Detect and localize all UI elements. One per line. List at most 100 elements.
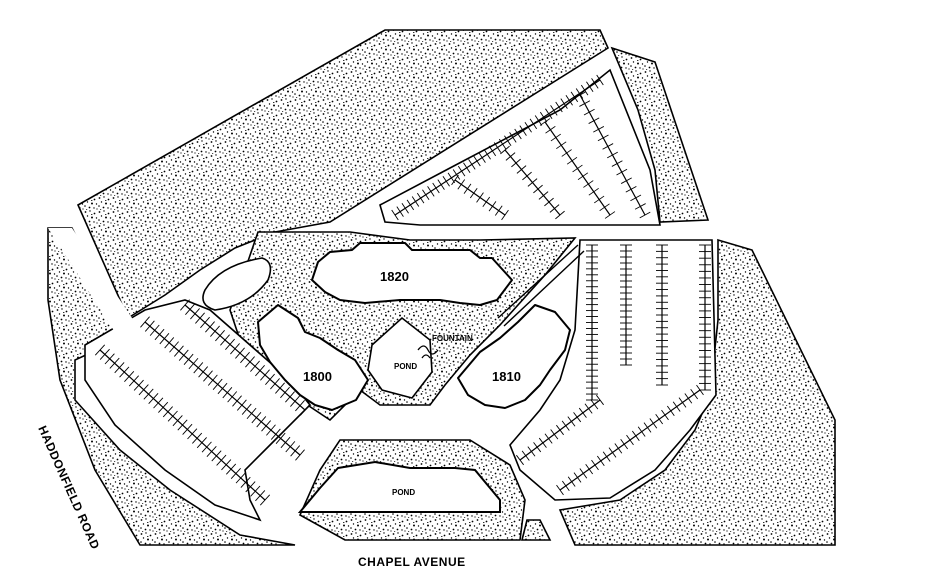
parking-stall-line (498, 138, 507, 150)
parking-stall-line (222, 387, 233, 399)
parking-stall-line (521, 450, 530, 461)
parking-stall-line (678, 397, 687, 408)
parking-stall-line (616, 168, 628, 176)
parking-stall-line (401, 202, 409, 214)
walkway (497, 244, 585, 327)
stall-row-e-4 (699, 244, 711, 391)
parking-stall-line (469, 187, 478, 199)
parking-stall-line (203, 370, 213, 382)
parking-stall-line (246, 407, 257, 420)
parking-stall-line (545, 125, 556, 134)
parking-stall-line (626, 434, 634, 446)
parking-stall-line (210, 325, 220, 337)
parking-stall-line (478, 152, 486, 163)
parking-stall-line (538, 437, 547, 448)
parking-stall-line (488, 201, 497, 212)
parking-stall-line (639, 211, 651, 219)
stall-row-e-1 (586, 244, 598, 401)
parking-stall-line (457, 165, 466, 177)
parking-stall-line (225, 338, 235, 350)
parking-stall-line (183, 353, 194, 366)
parking-stall-line (144, 320, 155, 332)
stall-row-ne-5 (574, 91, 651, 219)
parking-stall-line (672, 401, 681, 412)
parking-stall-line (655, 414, 664, 425)
parking-stall-line (533, 184, 543, 194)
parking-stall-line (275, 432, 286, 444)
parking-stall-line (158, 401, 169, 413)
parking-stall-line (280, 436, 291, 449)
parking-stall-line (256, 416, 267, 428)
parking-stall-line (119, 366, 130, 378)
parking-stall-line (684, 393, 693, 404)
stall-row-ne-2 (451, 174, 509, 221)
parking-stall-line (643, 422, 652, 433)
parking-stall-line (167, 410, 178, 422)
parking-stall-line (591, 459, 599, 471)
parking-stall-line (124, 370, 135, 382)
stall-row-west-3 (180, 299, 310, 416)
parking-stall-line (99, 348, 110, 360)
parking-stall-line (608, 447, 617, 458)
parking-stall-line (216, 454, 227, 466)
parking-stall-line (133, 379, 144, 391)
parking-stall-line (463, 183, 472, 194)
stall-row-e-2 (620, 244, 632, 366)
parking-stall-line (172, 415, 183, 427)
parking-stall-line (620, 439, 629, 450)
parking-stall-line (128, 375, 140, 387)
large-pond (297, 460, 501, 513)
parking-stall-line (585, 464, 594, 475)
parking-stalls (94, 74, 711, 506)
parking-stall-line (149, 324, 160, 336)
parking-stall-line (556, 141, 567, 150)
building-1810-label: 1810 (492, 369, 521, 384)
parking-stall-line (504, 135, 512, 147)
parking-stall-line (240, 351, 250, 364)
parking-stall-line (265, 373, 275, 385)
parking-stall-line (590, 399, 599, 410)
parking-stall-line (148, 393, 159, 405)
parking-stall-line (578, 407, 587, 418)
parking-stall-line (527, 446, 536, 457)
parking-stall-line (696, 384, 704, 396)
parking-stall-line (245, 356, 255, 368)
parking-stall-line (561, 480, 570, 491)
parking-stall-line (509, 132, 517, 143)
parking-stall-line (561, 420, 570, 431)
stall-row-e-6 (556, 384, 704, 496)
parking-stall-line (579, 100, 591, 107)
building-1810 (457, 304, 571, 409)
parking-stall-line (251, 411, 262, 424)
parking-stall-line (275, 382, 285, 394)
parking-stall-line (187, 428, 198, 440)
parking-stall-line (143, 388, 154, 400)
parking-stall-line (567, 416, 576, 427)
parking-stall-line (177, 419, 188, 431)
parking-stall-line (285, 391, 295, 403)
parking-stall-line (452, 169, 461, 180)
parking-stall-line (259, 494, 271, 506)
parking-stall-line (138, 384, 149, 396)
parking-stall-line (550, 105, 558, 116)
parking-stall-line (483, 148, 491, 160)
parking-stall-line (596, 74, 604, 86)
parking-stall-line (211, 450, 222, 462)
chapel-avenue-label: CHAPEL AVENUE (358, 555, 466, 569)
parking-stall-line (457, 179, 466, 190)
parking-stall-line (217, 382, 228, 395)
parking-stall-line (463, 162, 471, 174)
parking-stall-line (201, 441, 212, 453)
stall-row-west-1 (94, 344, 271, 506)
parking-stall-line (597, 134, 609, 142)
parking-stall-line (630, 194, 642, 202)
parking-stall-line (190, 308, 200, 320)
haddonfield-road-entrance (48, 228, 140, 340)
parking-stall-line (437, 179, 445, 190)
parking-stall-line (614, 443, 623, 454)
parking-stall-line (468, 159, 476, 170)
parking-stall-line (565, 94, 573, 106)
parking-stall-line (593, 195, 605, 204)
parking-stall-line (611, 160, 623, 167)
parking-stall-line (604, 211, 616, 219)
